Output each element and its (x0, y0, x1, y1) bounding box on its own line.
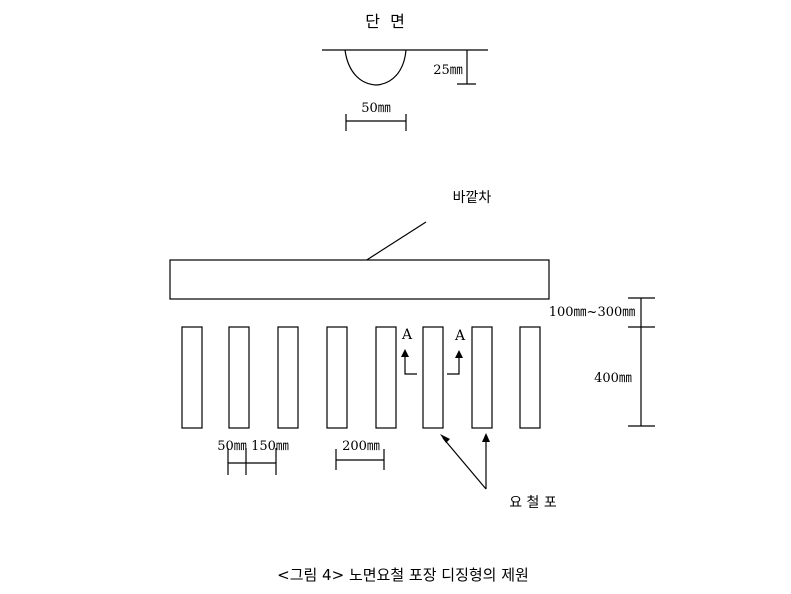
strip-width-label: 50㎜ (217, 439, 247, 454)
section-marker-left-arrowhead (401, 349, 409, 357)
rumble-strip-label: 요 철 포 (509, 495, 557, 511)
rumble-strip-group (181, 326, 541, 429)
section-width-label: 50㎜ (361, 101, 391, 116)
rumble-strip (228, 326, 250, 429)
length-label: 400㎜ (594, 371, 632, 386)
rumble-strip (519, 326, 541, 429)
strip-spacing-label: 150㎜ (251, 439, 289, 454)
rumble-strip (181, 326, 203, 429)
lane-edge-bar (169, 259, 550, 300)
section-marker-left: A (401, 327, 413, 343)
section-marker-right-arrowhead (455, 350, 463, 358)
rumble-pointer-line-left (442, 437, 487, 490)
figure-caption: <그림 4> 노면요철 포장 디징형의 제원 (277, 566, 529, 584)
rumble-strip (471, 326, 493, 429)
groove-profile (344, 49, 407, 86)
depth-label: 25㎜ (433, 63, 463, 78)
rumble-strip (326, 326, 348, 429)
rumble-strip (375, 326, 397, 429)
gap-range-label: 100㎜~300㎜ (549, 305, 636, 320)
arrow-label: 바깥차 (453, 190, 492, 206)
section-marker-right-line (447, 356, 460, 375)
rumble-strip (422, 326, 444, 429)
section-title: 단 면 (365, 12, 405, 31)
section-marker-left-line (404, 355, 417, 375)
rumble-pointer-head-left (440, 434, 450, 443)
section-marker-right: A (454, 328, 466, 344)
rumble-strip (277, 326, 299, 429)
rumble-pointer-head-right (482, 433, 490, 442)
pitch-label: 200㎜ (342, 439, 380, 454)
